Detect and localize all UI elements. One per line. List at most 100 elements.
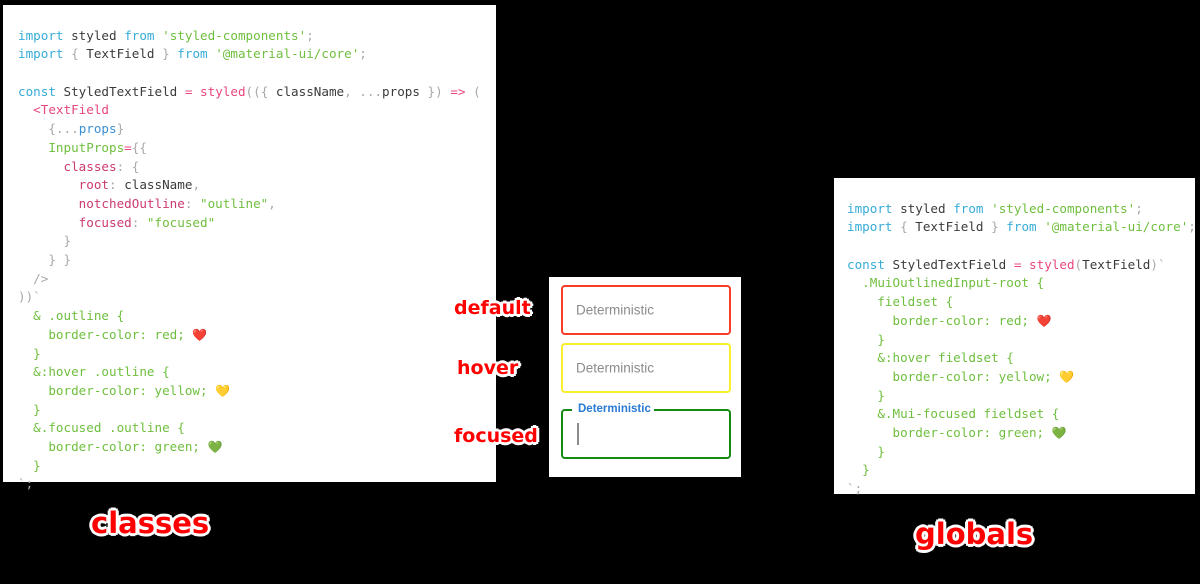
code-token: 💛	[1059, 369, 1075, 384]
code-token: &:hover .outline {	[33, 364, 170, 380]
code-token: 'styled-components'	[162, 27, 307, 43]
code-token: ...	[55, 121, 79, 137]
code-token: InputProps	[48, 139, 125, 155]
code-token: TextField	[1082, 256, 1151, 272]
code-token: ;	[359, 46, 367, 62]
code-token	[1021, 257, 1029, 272]
code-token: border-color: yellow;	[892, 368, 1060, 384]
code-token: {	[131, 158, 140, 174]
code-token: TextField	[907, 219, 992, 235]
text-field-default[interactable]: Deterministic	[561, 285, 731, 335]
code-token: styled	[1029, 256, 1075, 272]
annotation-default: default	[454, 297, 531, 319]
code-token	[18, 346, 33, 361]
code-token	[18, 420, 33, 435]
code-token: 💚	[1051, 426, 1067, 441]
globals-code-block: import styled from 'styled-components'; …	[847, 200, 1196, 499]
code-token: styled	[900, 200, 946, 216]
code-token: =>	[450, 83, 466, 99]
code-token: `	[847, 481, 855, 497]
classes-code-panel: import styled from 'styled-components'; …	[3, 5, 496, 491]
annotation-hover: hover	[457, 357, 519, 379]
code-token: }	[63, 233, 72, 249]
code-token: import	[18, 46, 64, 62]
code-token: className	[124, 177, 193, 193]
code-token: border-color: green;	[892, 425, 1052, 441]
code-token: '@material-ui/core'	[1044, 219, 1189, 235]
code-token	[64, 28, 72, 43]
text-field-default-label: Deterministic	[576, 302, 655, 318]
code-token: className	[275, 83, 345, 99]
text-field-demo-panel: Deterministic Deterministic Deterministi…	[549, 277, 741, 477]
code-token: StyledTextField	[63, 83, 178, 99]
code-token: :	[131, 214, 147, 230]
code-token: }	[877, 387, 885, 403]
text-field-hover-label: Deterministic	[576, 360, 655, 376]
code-token: '@material-ui/core'	[215, 46, 360, 62]
code-token: 💚	[207, 440, 223, 455]
code-token: `	[33, 289, 41, 305]
code-token	[177, 84, 185, 99]
code-token	[18, 159, 64, 174]
code-token: :	[184, 195, 200, 211]
code-token	[56, 84, 64, 99]
code-token: =	[1013, 256, 1022, 272]
code-token: ((	[245, 83, 261, 99]
code-token: "outline"	[200, 195, 269, 211]
code-token: =	[184, 83, 193, 99]
code-token: fieldset {	[877, 294, 954, 310]
code-token	[18, 102, 33, 117]
code-token	[18, 233, 64, 248]
code-token	[893, 201, 901, 216]
code-token: />	[33, 270, 49, 286]
code-token: `	[18, 476, 26, 492]
code-token	[847, 388, 877, 403]
code-token	[847, 313, 893, 328]
code-token	[847, 350, 877, 365]
code-token	[18, 308, 33, 323]
code-token: ,	[268, 195, 276, 211]
code-token: import	[18, 27, 64, 43]
code-token: {{	[131, 139, 147, 155]
code-token: const	[847, 256, 885, 272]
code-token	[18, 439, 48, 454]
code-token: focused	[78, 214, 132, 230]
code-token: }	[33, 457, 41, 473]
code-token: ...	[359, 83, 383, 99]
code-token: ;	[1188, 219, 1196, 235]
code-token	[847, 332, 877, 347]
code-token	[18, 327, 48, 342]
code-token: ❤️	[1036, 313, 1052, 328]
code-token: StyledTextField	[892, 256, 1007, 272]
code-token: from	[953, 200, 984, 216]
code-token: "focused"	[146, 214, 216, 230]
code-token	[847, 369, 893, 384]
code-token: notchedOutline	[78, 195, 185, 211]
code-token: =	[124, 139, 132, 155]
code-token: }	[33, 345, 41, 361]
code-token: border-color: green;	[48, 439, 208, 455]
code-token: root	[78, 177, 110, 193]
code-token: 'styled-components'	[991, 200, 1136, 216]
code-token: ))	[18, 289, 34, 305]
code-token: }	[991, 219, 999, 235]
code-token: }	[33, 401, 41, 417]
text-field-hover[interactable]: Deterministic	[561, 343, 731, 393]
code-token: ;	[1135, 200, 1143, 216]
annotation-focused: focused	[454, 425, 538, 447]
globals-code-panel: import styled from 'styled-components'; …	[834, 178, 1196, 496]
code-token	[847, 444, 877, 459]
code-token: &.focused .outline {	[33, 420, 185, 436]
code-token: {	[260, 83, 276, 99]
code-token	[155, 28, 163, 43]
code-token	[847, 425, 893, 440]
text-field-focused[interactable]: Deterministic	[561, 403, 731, 459]
code-token: styled	[200, 83, 246, 99]
code-token: import	[847, 219, 893, 235]
code-token: ,	[192, 177, 201, 193]
code-token: from	[1006, 219, 1037, 235]
code-token: {	[900, 219, 908, 235]
code-token: <TextField	[33, 102, 109, 118]
code-token: border-color: red;	[892, 312, 1037, 328]
code-token: :	[109, 177, 125, 193]
